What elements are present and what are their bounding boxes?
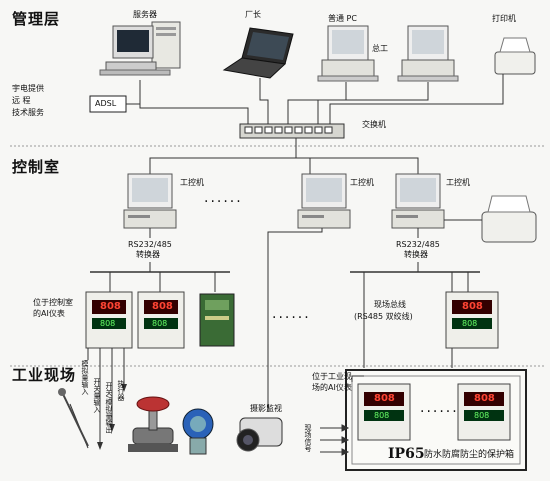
camera-label: 摄影监视 [250, 404, 282, 413]
ai-meter-field-top [445, 291, 499, 349]
ai-meter-control-1 [85, 291, 133, 349]
enclosure-label: 防水防腐防尘的保护箱 [424, 450, 515, 460]
arrow-output [121, 384, 127, 392]
section-title-management: 管理层 [12, 10, 61, 28]
actuator-label: 执行器 [117, 380, 125, 401]
section-title-control-room: 控制室 [12, 158, 61, 176]
pc-icon-normal [317, 25, 379, 82]
management-wiring [126, 74, 504, 178]
ipc-label-2: 工控机 [350, 178, 374, 187]
section-title-industrial-site: 工业现场 [12, 366, 77, 384]
converter-1-line-1: RS232/485 [128, 240, 172, 249]
meter-3-pv: 808 [462, 301, 483, 312]
printer-label: 打印机 [492, 14, 516, 23]
control-valve-icon [128, 396, 178, 452]
pc-icon-engineer [397, 25, 459, 82]
meter-2-sv: 808 [152, 319, 168, 328]
ai-field-pointer [351, 375, 364, 382]
ellipsis-ipc: ...... [204, 190, 243, 206]
ipc-icon-1 [123, 173, 177, 229]
camera-icon [236, 417, 283, 452]
din-rail-module-icon [199, 293, 235, 347]
converter-1-line-2: 转换器 [136, 250, 160, 259]
pressure-transmitter-icon [182, 408, 214, 455]
remote-support-line-1: 宇电提供 [12, 84, 44, 93]
converter-2-line-2: 转换器 [404, 250, 428, 259]
ipc-label-3: 工控机 [446, 178, 470, 187]
ai-meter-enclosure-2 [457, 383, 511, 441]
control-wiring [90, 219, 482, 412]
field-signal-arrows [320, 424, 350, 456]
meter-5-sv: 808 [474, 411, 490, 420]
ai-meter-enclosure-1 [357, 383, 411, 441]
ipc-label-1: 工控机 [180, 178, 204, 187]
printer-icon-control [481, 195, 537, 243]
ellipsis-meters: ...... [272, 306, 311, 322]
fieldbus-label-2: (RS485 双绞线) [354, 312, 413, 321]
remote-support-line-3: 技术服务 [12, 108, 44, 117]
ip65-label: IP65 [388, 446, 425, 462]
ellipsis-enclosure: ...... [420, 400, 459, 416]
engineer-label: 总工 [372, 44, 388, 53]
ai-field-label-2: 场的AI仪表 [312, 383, 352, 392]
meter-5-pv: 808 [474, 393, 495, 404]
meter-4-pv: 808 [374, 393, 395, 404]
adsl-label: ADSL [95, 99, 117, 108]
factory-head-label: 厂长 [245, 10, 261, 19]
meter-4-sv: 808 [374, 411, 390, 420]
printer-icon-top [494, 37, 536, 75]
ai-control-label-2: 的AI仪表 [33, 309, 65, 318]
converter-2-line-1: RS232/485 [396, 240, 440, 249]
arrow-analog-input [97, 442, 103, 450]
meter-3-sv: 808 [462, 319, 478, 328]
output-label: 开关/模拟量输出 [105, 382, 113, 434]
field-signal-label: 现场信号 [304, 424, 312, 452]
server-label: 服务器 [133, 10, 157, 19]
fieldbus-label-1: 现场总线 [374, 300, 406, 309]
temperature-probe-icon [58, 388, 89, 447]
remote-support-line-2: 远 程 [12, 96, 31, 105]
meter-1-sv: 808 [100, 319, 116, 328]
network-switch-icon [239, 123, 345, 139]
ipc-icon-3 [391, 173, 445, 229]
laptop-icon [222, 27, 294, 79]
analog-input-label: 模拟量输入 [81, 360, 89, 395]
server-icon [99, 21, 181, 76]
ai-control-label-1: 位于控制室 [33, 298, 73, 307]
switch-input-label: 开关量输入 [93, 378, 101, 413]
normal-pc-label: 普通 PC [328, 14, 357, 23]
meter-2-pv: 808 [152, 301, 173, 312]
arrow-switch-input [109, 424, 115, 432]
ipc-icon-2 [297, 173, 351, 229]
ai-field-label-1: 位于工业现 [312, 372, 352, 381]
meter-1-pv: 808 [100, 301, 121, 312]
switch-label: 交换机 [362, 120, 386, 129]
ai-meter-control-2 [137, 291, 185, 349]
